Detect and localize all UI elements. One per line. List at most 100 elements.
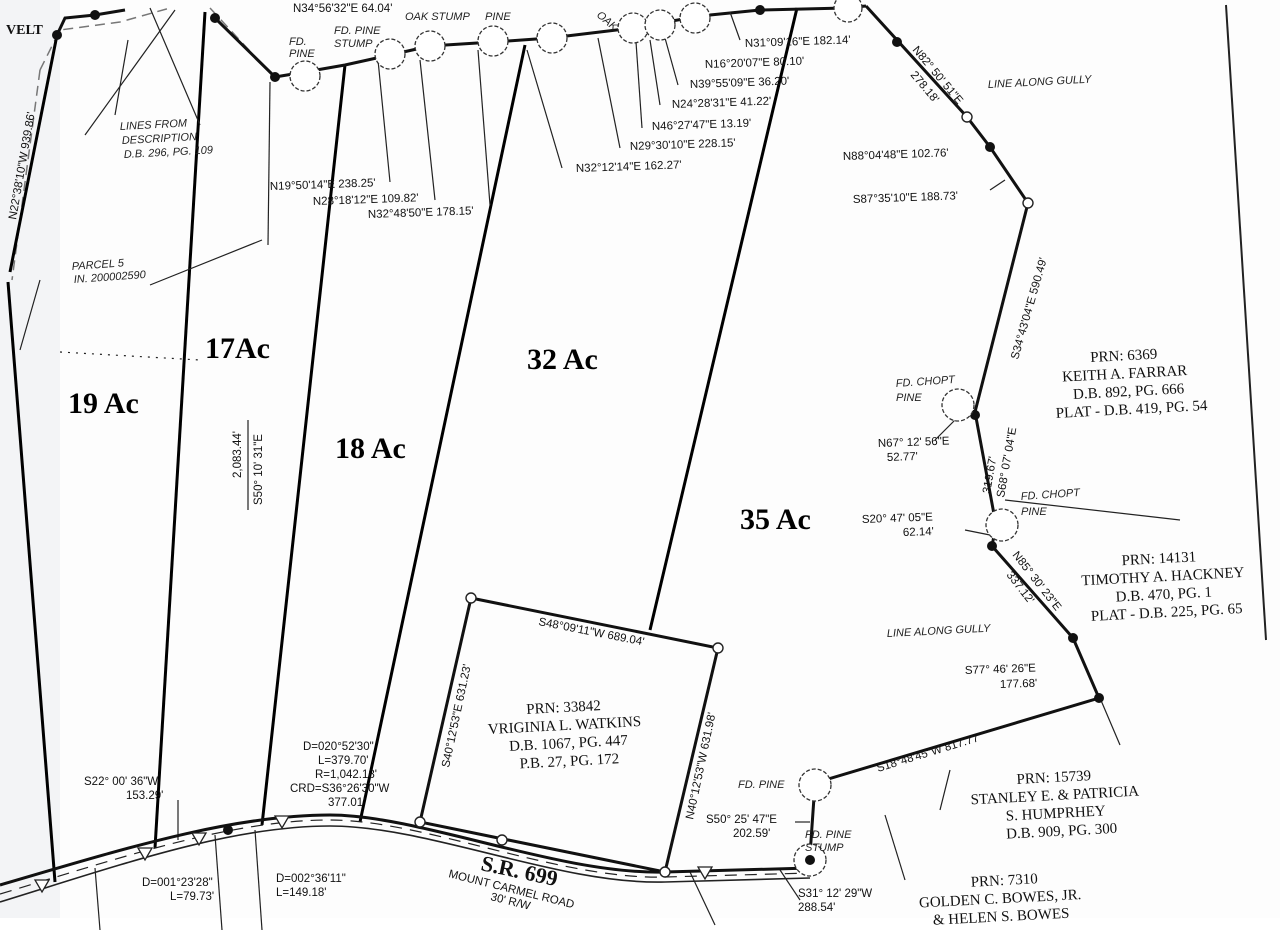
- iron-pin-found-icon: [987, 541, 997, 551]
- iron-pin-set-icon: [496, 834, 508, 846]
- parcel-prn: PRN: 33842: [526, 698, 601, 718]
- acreage-17: 17Ac: [205, 332, 270, 365]
- parcel-humphrey: PRN: 15739 STANLEY E. & PATRICIA S. HUMP…: [970, 768, 1139, 843]
- note-fd-pine-stump: FD. PINE: [334, 25, 381, 37]
- tree-icon: [644, 9, 676, 41]
- survey-markers: [33, 5, 1104, 894]
- bearing-label: S22° 00' 36"W: [84, 776, 158, 788]
- bearing-label: N16°20'07"E 80.10': [705, 56, 805, 71]
- note-fd-pine: PINE: [289, 48, 315, 60]
- iron-pin-found-icon: [1068, 633, 1078, 643]
- bearing-label: S18°48'45"W 817.77': [875, 732, 982, 775]
- bearing-label: S77° 46' 26"E: [965, 663, 1037, 677]
- iron-pin-set-icon: [1022, 197, 1034, 209]
- curve-label: D=020°52'30": [303, 741, 374, 753]
- bearing-label: N32°48'50"E 178.15': [368, 205, 474, 221]
- tree-icon: [617, 12, 649, 44]
- tree-icon: [798, 768, 832, 802]
- bearing-label: S34°43'04"E 590.49': [1009, 256, 1050, 360]
- iron-pin-set-icon: [465, 592, 477, 604]
- tree-icon: [414, 30, 446, 62]
- acreage-19: 19 Ac: [68, 387, 139, 420]
- iron-pin-set-icon: [712, 642, 724, 654]
- bearing-label: N32°12'14"E 162.27': [576, 159, 682, 175]
- tree-markers: [289, 0, 1019, 877]
- parcel-prn: PRN: 15739: [1016, 768, 1091, 788]
- bearing-label: N46°27'47"E 13.19': [652, 118, 752, 133]
- bearing-label: S50° 10' 31"E: [253, 434, 265, 505]
- iron-pin-found-icon: [223, 825, 233, 835]
- tree-icon: [833, 0, 863, 23]
- curve-label: D=002°36'11": [276, 873, 346, 885]
- note-fd-pine-stump: FD. PINE: [805, 829, 852, 841]
- bearing-label: S20° 47' 05"E: [862, 512, 934, 526]
- curve-data: D=020°52'30" L=379.70' R=1,042.18' CRD=S…: [142, 741, 390, 903]
- iron-pin-found-icon: [52, 30, 62, 40]
- curve-label: CRD=S36°26'30"W: [290, 783, 390, 795]
- iron-pin-found-icon: [805, 855, 815, 865]
- acreage-35: 35 Ac: [740, 503, 811, 536]
- acreage-32: 32 Ac: [527, 343, 598, 376]
- iron-pin-set-icon: [414, 816, 426, 828]
- tree-icon: [985, 508, 1019, 542]
- parcel-plat: PLAT - D.B. 419, PG. 54: [1055, 398, 1208, 422]
- parcel-deed: D.B. 1067, PG. 447: [509, 733, 629, 755]
- bearing-label: N29°30'10"E 228.15': [630, 137, 736, 153]
- parcel-owner: & HELEN S. BOWES: [932, 906, 1069, 929]
- bearing-label: N19°50'14"E 238.25': [270, 177, 376, 193]
- iron-pin-found-icon: [210, 13, 220, 23]
- iron-pin-found-icon: [985, 142, 995, 152]
- iron-pin-found-icon: [1094, 693, 1104, 703]
- road-marker-icon: [696, 866, 714, 881]
- bearing-label: S87°35'10"E 188.73': [853, 190, 959, 206]
- bearing-label: 202.59': [733, 828, 770, 840]
- iron-pin-found-icon: [755, 5, 765, 15]
- iron-pin-set-icon: [659, 866, 671, 878]
- bearing-label: S31° 12' 29"W: [798, 888, 872, 900]
- bearing-label: 177.68': [1000, 678, 1038, 691]
- parcel-deed: D.B. 909, PG. 300: [1006, 821, 1118, 843]
- parcel-farrar: PRN: 6369 KEITH A. FARRAR D.B. 892, PG. …: [1055, 347, 1208, 422]
- note-fd-chopt-pine: FD. CHOPT: [895, 374, 956, 390]
- bearing-label: 62.14': [903, 526, 934, 539]
- parcel-plat: P.B. 27, PG. 172: [519, 751, 619, 772]
- road-marker-icon: [190, 832, 208, 847]
- curve-label: L=149.18': [276, 887, 326, 899]
- parcel-hackney: PRN: 14131 TIMOTHY A. HACKNEY D.B. 470, …: [1081, 549, 1245, 625]
- road-sr-699: [0, 813, 811, 903]
- tree-icon: [289, 60, 321, 92]
- sheet-border: [1225, 4, 1267, 641]
- bearing-label: N34°56'32"E 64.04': [293, 3, 392, 15]
- note-fd-pine-stump: STUMP: [334, 38, 373, 50]
- bearing-label: N67° 12' 56"E: [878, 435, 950, 450]
- curve-label: L=379.70': [318, 755, 368, 767]
- note-lines-from: D.B. 296, PG. 109: [124, 144, 214, 161]
- parcel-owner: KEITH A. FARRAR: [1062, 363, 1188, 386]
- iron-pin-found-icon: [90, 10, 100, 20]
- bearing-label: N39°55'09"E 36.20': [690, 76, 790, 91]
- tree-icon: [536, 22, 568, 54]
- bearing-label: 52.77': [887, 451, 918, 464]
- parcel-prn: PRN: 7310: [970, 871, 1038, 890]
- note-line-along-gully: LINE ALONG GULLY: [887, 623, 992, 640]
- curve-label: 377.01': [328, 797, 365, 809]
- parcel-bowes: PRN: 7310 GOLDEN C. BOWES, JR. & HELEN S…: [919, 871, 1082, 929]
- leader-lines: [19, 7, 1181, 930]
- page-edge: [0, 918, 1280, 930]
- bearing-label: N24°28'31"E 41.22': [672, 96, 772, 111]
- tree-icon: [941, 388, 975, 422]
- bearing-label: N28°18'12"E 109.82': [313, 192, 419, 208]
- note-fd-chopt-pine: PINE: [896, 392, 922, 404]
- note-fd-chopt-pine: PINE: [1021, 506, 1047, 518]
- bearing-label: 2,083.44': [232, 431, 244, 478]
- parcel-prn: PRN: 6369: [1090, 347, 1158, 366]
- road-marker-icon: [273, 815, 291, 830]
- parcel-plat: PLAT - D.B. 225, PG. 65: [1090, 601, 1242, 625]
- road-marker-icon: [136, 847, 154, 862]
- parcel-owner: STANLEY E. & PATRICIA: [970, 784, 1139, 809]
- curve-label: R=1,042.18': [315, 769, 377, 781]
- bearing-label: 153.29': [126, 790, 163, 802]
- note-lines-from: LINES FROM: [120, 117, 189, 133]
- note-parcel-5: IN. 200002590: [73, 269, 147, 286]
- bearing-label: S68° 07' 04"E: [995, 426, 1019, 498]
